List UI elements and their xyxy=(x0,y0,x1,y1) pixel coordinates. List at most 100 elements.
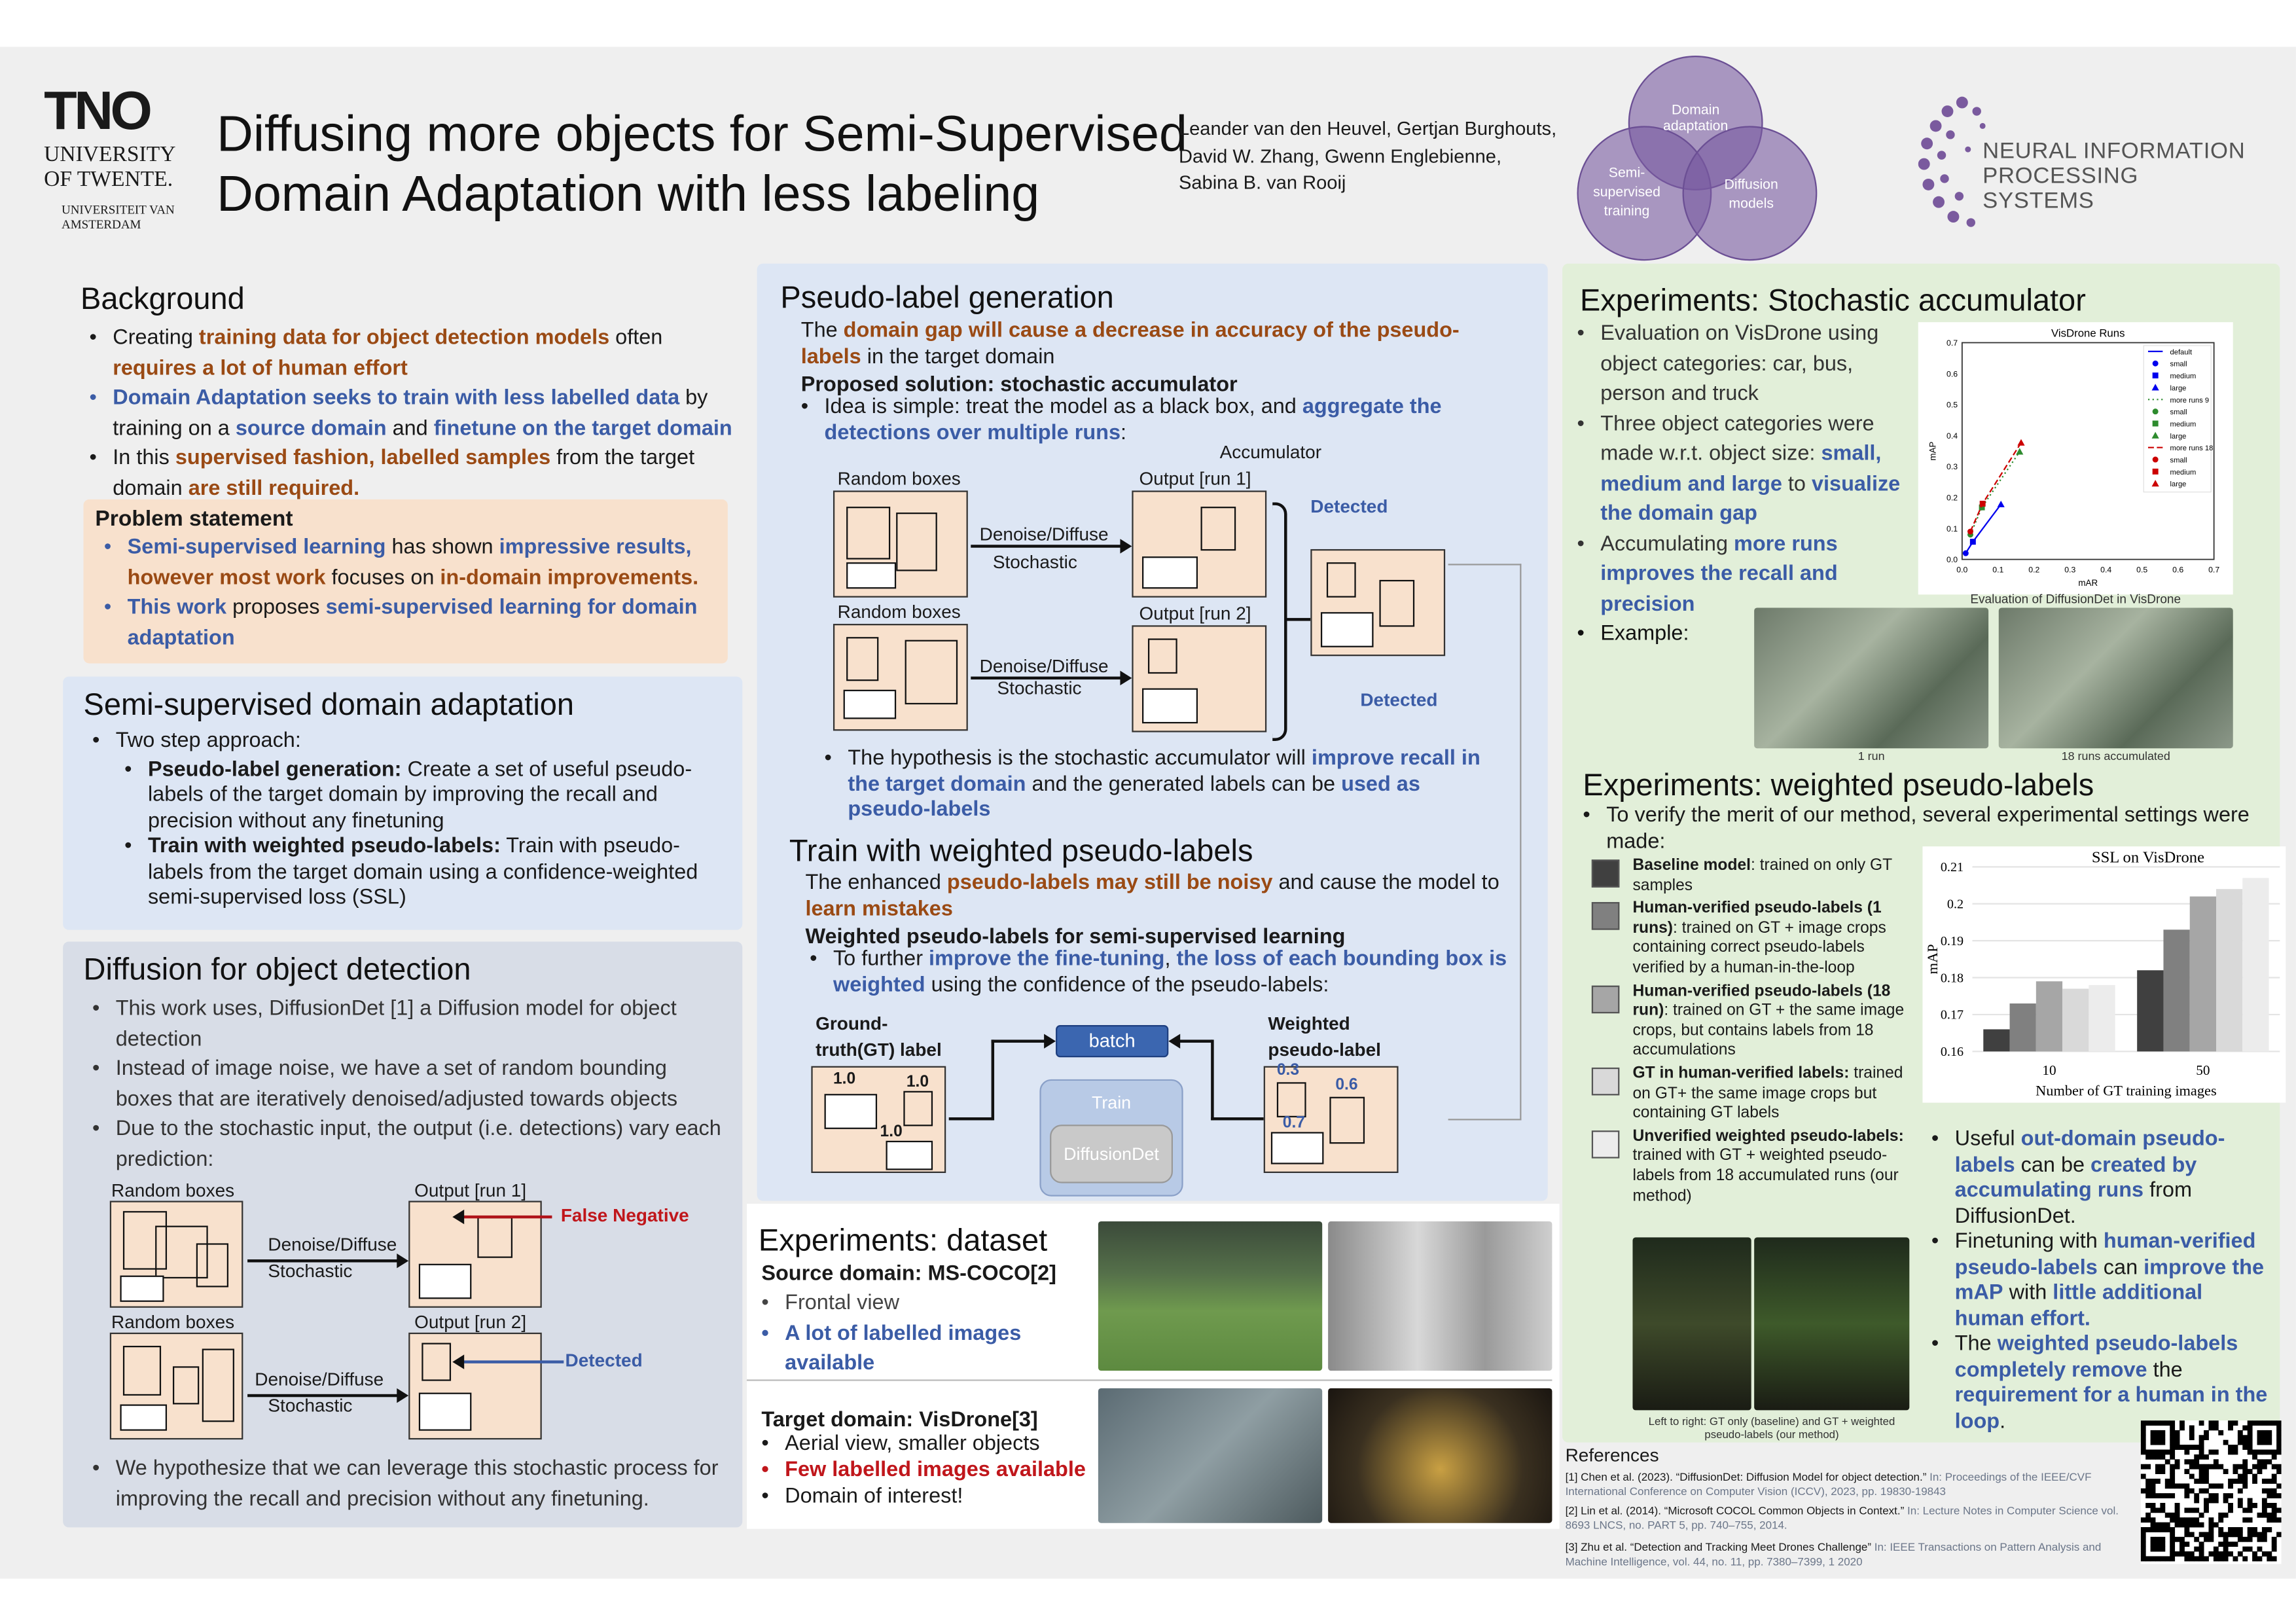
x-tick-label: 0.3 xyxy=(2064,566,2075,575)
qr-module xyxy=(2140,1425,2146,1431)
qr-module xyxy=(2194,1522,2200,1528)
qr-module xyxy=(2160,1449,2166,1455)
qr-module xyxy=(2140,1551,2146,1557)
qr-module xyxy=(2204,1473,2209,1479)
problem-statement-box: Problem statement Semi-supervised learni… xyxy=(83,499,728,664)
qr-module xyxy=(2160,1507,2166,1513)
qr-module xyxy=(2155,1478,2161,1484)
qr-module xyxy=(2233,1449,2238,1455)
neurips-text: PROCESSING SYSTEMS xyxy=(1982,164,2139,214)
x-tick-label: 0.4 xyxy=(2100,566,2111,575)
plot-frame xyxy=(1961,342,2215,560)
bar xyxy=(2062,988,2089,1052)
qr-module xyxy=(2170,1536,2176,1542)
diagram-label: Denoise/Diffuse xyxy=(268,1234,397,1255)
qr-module xyxy=(2208,1532,2214,1538)
visdrone-night-photo xyxy=(1328,1388,1552,1523)
qr-module xyxy=(2218,1430,2224,1435)
qr-module xyxy=(2267,1488,2272,1494)
experiments-section: Experiments: Stochastic accumulator Eval… xyxy=(1562,263,2286,1443)
data-point xyxy=(1962,550,1969,556)
qr-module xyxy=(2252,1473,2257,1479)
text-segment: Train with pseudo-labels from the target… xyxy=(147,835,698,910)
qr-module xyxy=(2174,1522,2180,1528)
qr-module xyxy=(2150,1420,2156,1426)
qr-module xyxy=(2160,1546,2166,1552)
score-label: 1.0 xyxy=(906,1073,929,1091)
qr-module xyxy=(2267,1551,2272,1557)
qr-module xyxy=(2242,1435,2248,1441)
qr-module xyxy=(2271,1449,2277,1455)
x-axis-label: mAR xyxy=(2078,578,2098,588)
qr-module xyxy=(2179,1425,2185,1431)
qr-module xyxy=(2276,1449,2282,1455)
qr-module xyxy=(2267,1430,2272,1435)
y-tick-label: 0.4 xyxy=(1946,431,1958,441)
arrow-icon xyxy=(971,539,1132,554)
pseudo-intro: The domain gap will cause a decrease in … xyxy=(801,319,1504,370)
qr-module xyxy=(2160,1493,2166,1499)
qr-module xyxy=(2271,1478,2277,1484)
legend-box xyxy=(2143,345,2212,493)
qr-module xyxy=(2223,1512,2229,1518)
setting-name: Baseline model xyxy=(1632,856,1751,875)
legend-marker xyxy=(2151,431,2159,439)
bullet-item: A lot of labelled images available xyxy=(753,1319,1075,1379)
qr-module xyxy=(2247,1536,2253,1542)
data-point xyxy=(1979,500,1986,507)
bullet-item: Domain Adaptation seeks to train with le… xyxy=(81,384,742,444)
qr-module xyxy=(2170,1439,2176,1445)
qr-module xyxy=(2271,1517,2277,1523)
output-run2-image xyxy=(1132,625,1267,732)
chart-title: VisDrone Runs xyxy=(2051,327,2125,340)
qr-module xyxy=(2194,1556,2200,1562)
qr-module xyxy=(2170,1546,2176,1552)
legend-label: medium xyxy=(2170,469,2197,477)
text-segment: finetune on the target domain xyxy=(433,416,732,441)
qr-module xyxy=(2140,1473,2146,1479)
legend-label: large xyxy=(2170,480,2187,488)
y-tick-label: 0.21 xyxy=(1941,860,1964,875)
qr-module xyxy=(2242,1464,2248,1470)
qr-module xyxy=(2198,1435,2204,1441)
qr-module xyxy=(2242,1556,2248,1562)
uva-logo-text: UNIVERSITEIT VAN AMSTERDAM xyxy=(61,202,175,232)
qr-code[interactable] xyxy=(2140,1420,2282,1564)
qr-module xyxy=(2174,1551,2180,1557)
qr-module xyxy=(2150,1517,2156,1523)
qr-module xyxy=(2150,1493,2156,1499)
qr-module xyxy=(2261,1507,2267,1513)
qr-module xyxy=(2194,1498,2200,1504)
qr-module xyxy=(2179,1546,2185,1552)
qr-module xyxy=(2170,1430,2176,1435)
authors: Leander van den Heuvel, Gertjan Burghout… xyxy=(1179,116,1556,197)
qr-module xyxy=(2252,1502,2257,1508)
tno-logo: TNO UNIVERSITY OF TWENTE. UNIVERSITEIT V… xyxy=(44,84,179,232)
qr-module xyxy=(2150,1454,2156,1460)
divider xyxy=(746,1379,1552,1381)
qr-module xyxy=(2223,1551,2229,1557)
qr-module xyxy=(2170,1512,2176,1518)
qr-module xyxy=(2213,1546,2219,1552)
text-segment: created by accumulating runs xyxy=(1954,1153,2197,1202)
qr-module xyxy=(2140,1420,2146,1426)
diagram-label: Output [run 1] xyxy=(414,1180,527,1201)
text-segment: the xyxy=(2147,1358,2183,1382)
training-diagram: Ground-truth(GT) label 1.0 1.0 1.0 batch… xyxy=(757,1003,1548,1200)
reference-source: In: Lecture Notes in Computer Science vo… xyxy=(1565,1504,2119,1532)
qr-module xyxy=(2145,1502,2151,1508)
text-segment: used as pseudo-labels xyxy=(848,772,1420,822)
qr-module xyxy=(2155,1449,2161,1455)
qr-module xyxy=(2164,1512,2170,1518)
setting-name: GT in human-verified labels: xyxy=(1632,1064,1850,1083)
qr-module xyxy=(2237,1478,2243,1484)
qr-module xyxy=(2252,1478,2257,1484)
x-tick-label: 0.5 xyxy=(2136,566,2147,575)
qr-module xyxy=(2218,1556,2224,1562)
weighted-example-photo xyxy=(1754,1237,1910,1411)
text-segment: can xyxy=(2097,1255,2144,1280)
qr-module xyxy=(2267,1435,2272,1441)
bullet-item: Creating training data for object detect… xyxy=(81,324,742,384)
train-block: Train DiffusionDet xyxy=(1039,1079,1183,1197)
qr-module xyxy=(2213,1556,2219,1562)
